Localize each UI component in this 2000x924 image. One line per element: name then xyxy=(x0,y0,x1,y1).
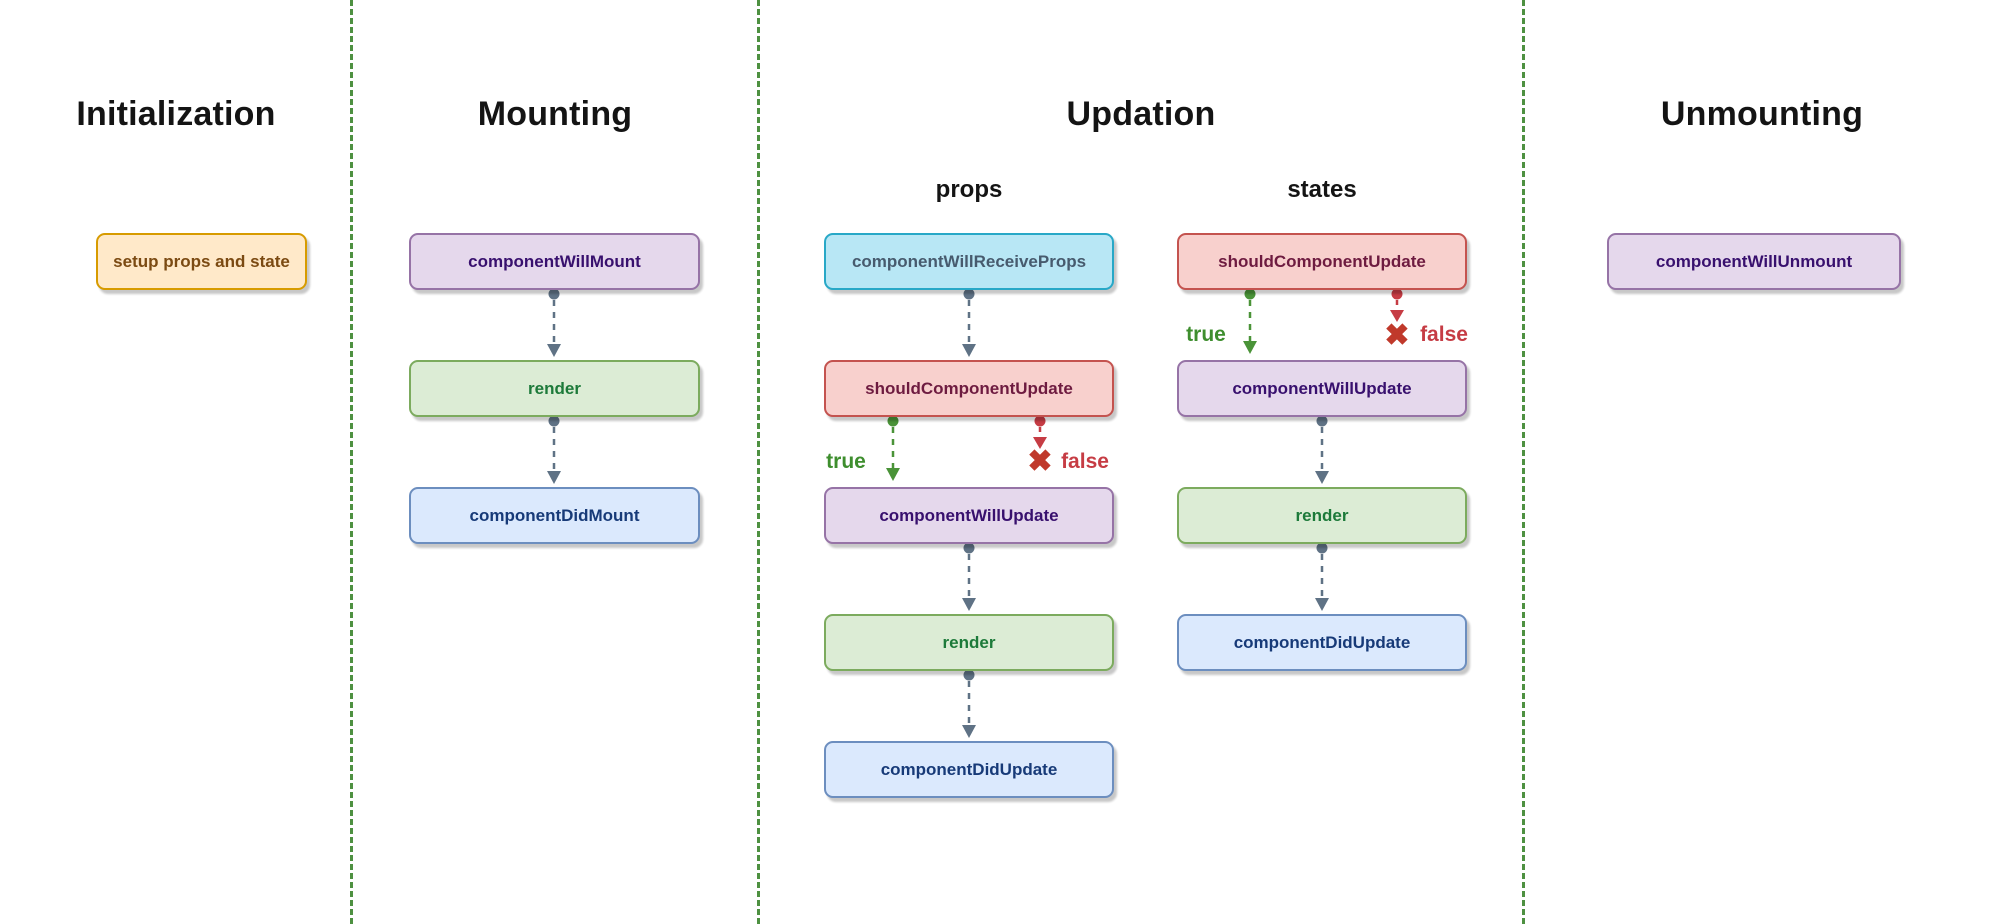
states-false-x-icon: ✖ xyxy=(1384,318,1410,352)
props-false-x-icon: ✖ xyxy=(1027,444,1053,478)
arrow-states-willupdate-to-render xyxy=(1315,415,1329,484)
arrow-states-false-branch xyxy=(1390,288,1404,322)
unmounting-title: Unmounting xyxy=(1660,95,1864,133)
node-props-component-did-update: componentDidUpdate xyxy=(824,741,1114,798)
node-props-should-component-update: shouldComponentUpdate xyxy=(824,360,1114,417)
props-true-label: true xyxy=(826,450,866,473)
props-column-label: props xyxy=(935,176,1003,203)
mounting-title: Mounting xyxy=(477,95,633,133)
node-states-component-did-update: componentDidUpdate xyxy=(1177,614,1467,671)
arrow-willmount-to-render xyxy=(547,288,561,357)
states-true-label: true xyxy=(1186,323,1226,346)
section-separator-2 xyxy=(757,0,760,924)
node-setup-props-and-state: setup props and state xyxy=(96,233,307,290)
states-column-label: states xyxy=(1287,176,1357,203)
node-component-will-unmount: componentWillUnmount xyxy=(1607,233,1901,290)
arrow-props-willupdate-to-render xyxy=(962,542,976,611)
arrow-render-to-didmount xyxy=(547,415,561,484)
arrow-receiveprops-to-shouldupdate xyxy=(962,288,976,357)
updation-title: Updation xyxy=(1066,95,1216,133)
arrow-states-render-to-didupdate xyxy=(1315,542,1329,611)
section-separator-1 xyxy=(350,0,353,924)
props-false-label: false xyxy=(1061,450,1109,473)
node-component-did-mount: componentDidMount xyxy=(409,487,700,544)
node-states-should-component-update: shouldComponentUpdate xyxy=(1177,233,1467,290)
states-false-label: false xyxy=(1420,323,1468,346)
node-component-will-mount: componentWillMount xyxy=(409,233,700,290)
node-states-component-will-update: componentWillUpdate xyxy=(1177,360,1467,417)
node-props-render: render xyxy=(824,614,1114,671)
node-component-will-receive-props: componentWillReceiveProps xyxy=(824,233,1114,290)
section-separator-3 xyxy=(1522,0,1525,924)
node-states-render: render xyxy=(1177,487,1467,544)
arrow-props-render-to-didupdate xyxy=(962,669,976,738)
node-mounting-render: render xyxy=(409,360,700,417)
node-props-component-will-update: componentWillUpdate xyxy=(824,487,1114,544)
initialization-title: Initialization xyxy=(76,95,276,133)
